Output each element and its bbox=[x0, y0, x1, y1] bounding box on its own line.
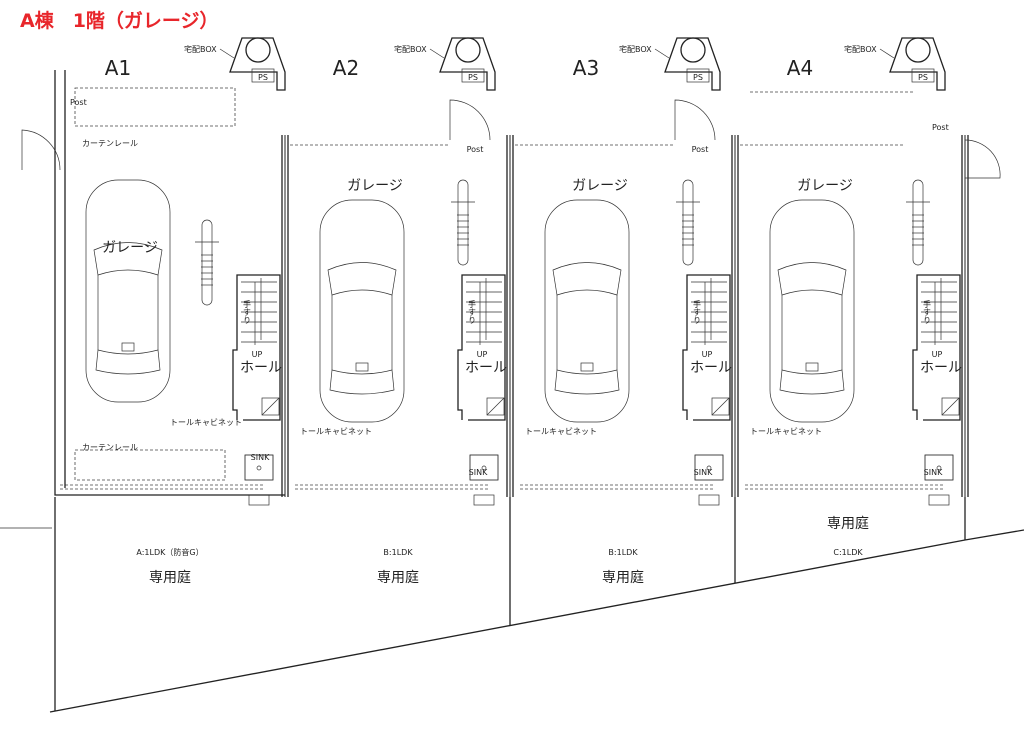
delivery-box-icon bbox=[905, 37, 931, 63]
hall-label: ホール bbox=[920, 360, 962, 376]
garage-label: ガレージ bbox=[572, 178, 628, 194]
unit-type-label: A:1LDK（防音G） bbox=[136, 547, 203, 557]
motorcycle-icon bbox=[195, 219, 219, 306]
garden-label: 専用庭 bbox=[602, 569, 644, 586]
car-icon bbox=[319, 199, 405, 423]
up-label: UP bbox=[932, 350, 943, 359]
door-swing bbox=[449, 99, 491, 141]
delivery-box-area: PS 宅配BOX bbox=[184, 37, 286, 91]
unit-type-label: C:1LDK bbox=[833, 548, 863, 557]
motorcycle-icon bbox=[451, 179, 475, 266]
ps-label: PS bbox=[918, 73, 928, 82]
car-icon bbox=[544, 199, 630, 423]
up-label: UP bbox=[252, 350, 263, 359]
delivery-box-area: PS 宅配BOX bbox=[619, 37, 721, 91]
garden-label: 専用庭 bbox=[149, 569, 191, 586]
delivery-box-icon bbox=[245, 37, 271, 63]
post-label: Post bbox=[932, 123, 949, 132]
site-boundary bbox=[0, 527, 1024, 713]
delivery-box-label: 宅配BOX bbox=[394, 44, 427, 54]
delivery-box-area: PS 宅配BOX bbox=[844, 37, 946, 91]
delivery-box-area: PS 宅配BOX bbox=[394, 37, 496, 91]
car-icon bbox=[85, 179, 171, 403]
delivery-box-icon bbox=[455, 37, 481, 63]
motorcycle-icon bbox=[906, 179, 930, 266]
handrail-label: 手すり bbox=[693, 299, 702, 324]
curtain-rail-label: カーテンレール bbox=[82, 139, 138, 148]
hall-label: ホール bbox=[465, 360, 507, 376]
unit-label: A4 bbox=[787, 56, 813, 80]
door-swing bbox=[674, 99, 716, 141]
meter-icon bbox=[473, 494, 495, 506]
delivery-box-label: 宅配BOX bbox=[844, 44, 877, 54]
meter-icon bbox=[928, 494, 950, 506]
ps-label: PS bbox=[468, 73, 478, 82]
garden-label: 専用庭 bbox=[827, 515, 869, 532]
sink-label: SINK bbox=[924, 468, 943, 477]
unit-label: A3 bbox=[573, 56, 599, 80]
motorcycle-icon bbox=[676, 179, 700, 266]
post-label: Post bbox=[467, 145, 484, 154]
hall-label: ホール bbox=[690, 360, 732, 376]
hall-label: ホール bbox=[240, 360, 282, 376]
curtain-rail-label: カーテンレール bbox=[82, 443, 138, 452]
door-swing bbox=[21, 129, 61, 171]
up-label: UP bbox=[702, 350, 713, 359]
unit-type-label: B:1LDK bbox=[383, 548, 413, 557]
tall-cabinet-label: トールキャビネット bbox=[525, 427, 597, 436]
garage-label: ガレージ bbox=[347, 178, 403, 194]
post-label: Post bbox=[70, 98, 87, 107]
ps-label: PS bbox=[693, 73, 703, 82]
sink-label: SINK bbox=[469, 468, 488, 477]
sink-label: SINK bbox=[251, 453, 270, 462]
car-icon bbox=[769, 199, 855, 423]
up-label: UP bbox=[477, 350, 488, 359]
garage-label: ガレージ bbox=[102, 240, 158, 256]
delivery-box-label: 宅配BOX bbox=[619, 44, 652, 54]
delivery-box-icon bbox=[680, 37, 706, 63]
garden-label: 専用庭 bbox=[377, 569, 419, 586]
delivery-box-label: 宅配BOX bbox=[184, 44, 217, 54]
sink-label: SINK bbox=[694, 468, 713, 477]
meter-icon bbox=[248, 494, 270, 506]
page-title: A棟 1階（ガレージ） bbox=[20, 10, 219, 32]
ps-label: PS bbox=[258, 73, 268, 82]
door-swing bbox=[964, 139, 1001, 179]
unit-label: A2 bbox=[333, 56, 359, 80]
unit-label: A1 bbox=[105, 56, 131, 80]
handrail-label: 手すり bbox=[468, 299, 477, 324]
post-label: Post bbox=[692, 145, 709, 154]
handrail-label: 手すり bbox=[243, 299, 252, 324]
unit-type-label: B:1LDK bbox=[608, 548, 638, 557]
handrail-label: 手すり bbox=[923, 299, 932, 324]
garage-label: ガレージ bbox=[797, 178, 853, 194]
meter-icon bbox=[698, 494, 720, 506]
tall-cabinet-label: トールキャビネット bbox=[300, 427, 372, 436]
tall-cabinet-label: トールキャビネット bbox=[750, 427, 822, 436]
tall-cabinet-label: トールキャビネット bbox=[170, 418, 242, 427]
